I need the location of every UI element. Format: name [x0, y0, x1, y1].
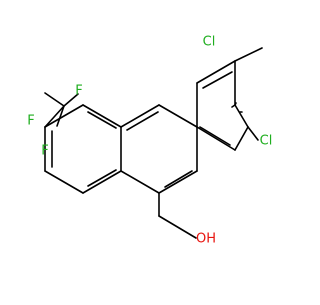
bond	[63, 93, 79, 107]
bond	[44, 105, 65, 128]
bond	[196, 60, 236, 84]
bond	[234, 47, 263, 62]
bond	[202, 71, 233, 89]
bond	[44, 92, 65, 107]
bond	[44, 170, 84, 194]
bond	[234, 126, 249, 151]
bond	[158, 215, 197, 239]
atom-label-layer: Cl Cl F F F OH	[27, 35, 272, 247]
bond	[82, 170, 122, 194]
bond-layer	[44, 47, 263, 239]
bond	[196, 126, 236, 151]
bond	[199, 126, 231, 146]
chlorine-atom-label: Cl	[260, 134, 273, 149]
bond	[120, 104, 160, 128]
bond	[158, 104, 198, 128]
bond	[247, 126, 259, 141]
bond	[120, 170, 160, 194]
bond	[44, 104, 84, 128]
bond	[164, 170, 193, 188]
bond	[87, 169, 117, 187]
fluorine-atom-label: F	[75, 84, 82, 99]
bond	[56, 105, 65, 127]
bond	[126, 111, 159, 131]
bond	[87, 111, 117, 129]
chlorine-atom-label: Cl	[203, 35, 216, 50]
fluorine-atom-label: F	[41, 144, 48, 159]
molecule-canvas: Cl Cl F F F OH	[27, 35, 272, 247]
fluorine-atom-label: F	[27, 114, 34, 129]
bond	[234, 104, 249, 128]
hydroxyl-group-label: OH	[196, 232, 216, 247]
bond	[82, 104, 122, 128]
bond	[158, 170, 198, 194]
structure-drawing: Cl Cl F F F OH	[27, 35, 272, 247]
